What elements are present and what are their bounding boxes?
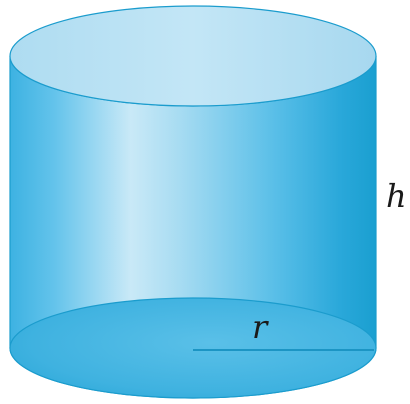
radius-label: r (252, 308, 269, 346)
cylinder-bottom-base (9, 297, 377, 399)
height-label: h (386, 177, 407, 215)
cylinder-top-face (9, 5, 377, 107)
